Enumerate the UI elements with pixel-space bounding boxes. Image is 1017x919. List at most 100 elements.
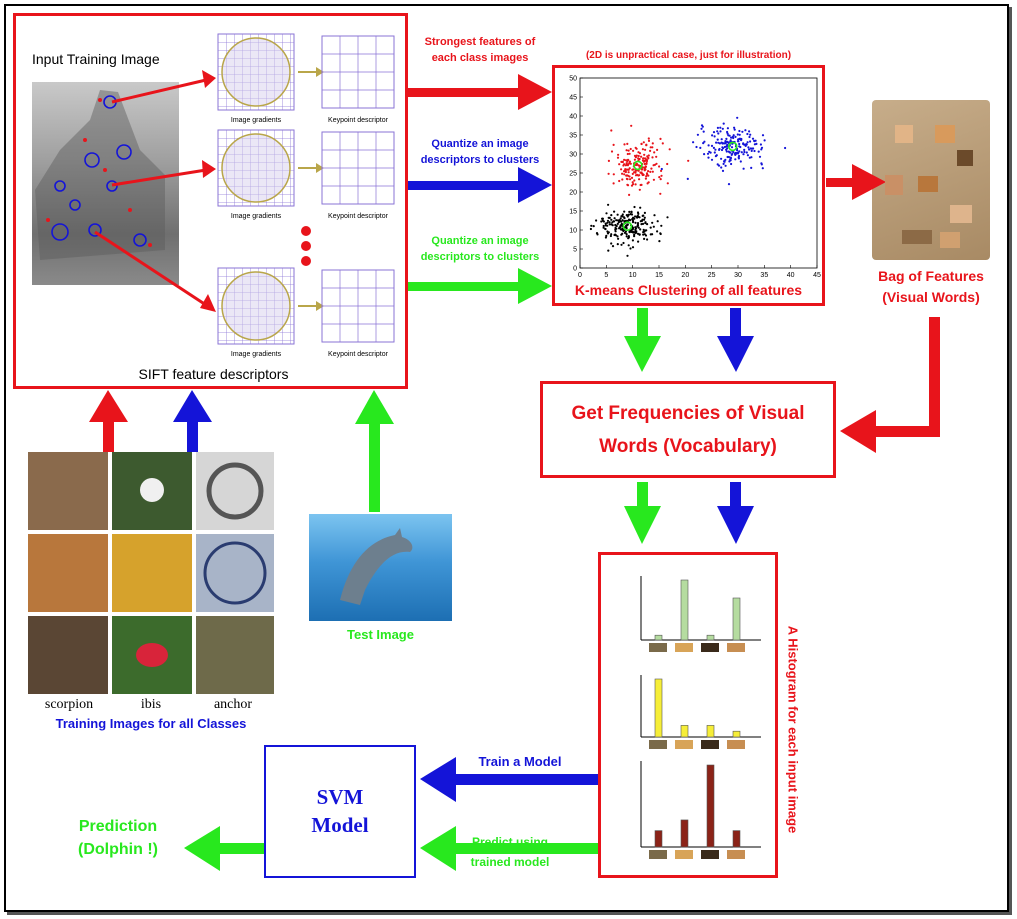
scatter-point bbox=[644, 177, 648, 180]
scatter-point bbox=[637, 212, 640, 215]
scatter-point bbox=[643, 218, 646, 221]
scatter-point bbox=[616, 222, 619, 225]
kmeans-note: (2D is unpractical case, just for illust… bbox=[585, 50, 792, 61]
x-tick-label: 15 bbox=[655, 272, 663, 279]
scatter-point bbox=[737, 151, 740, 154]
label-quantize-green-2: descriptors to clusters bbox=[420, 251, 540, 263]
prediction-line-2: (Dolphin !) bbox=[78, 841, 158, 858]
scatter-point bbox=[656, 230, 659, 233]
scatter-point bbox=[753, 140, 756, 143]
scatter-point bbox=[723, 145, 727, 149]
scatter-point bbox=[642, 214, 645, 217]
scatter-point bbox=[645, 143, 648, 146]
scatter-point bbox=[721, 169, 725, 172]
scatter-point bbox=[615, 227, 618, 230]
scatter-point bbox=[721, 127, 724, 130]
scatter-point bbox=[744, 129, 747, 132]
y-tick-label: 5 bbox=[573, 247, 577, 254]
scatter-point bbox=[660, 224, 663, 227]
scatter-point bbox=[626, 184, 630, 187]
visual-word-patch bbox=[701, 643, 719, 652]
scatter-point bbox=[760, 162, 763, 165]
scatter-point bbox=[732, 134, 735, 137]
scatter-point bbox=[703, 153, 706, 156]
scatter-point bbox=[622, 164, 625, 167]
scatter-point bbox=[634, 156, 638, 159]
scatter-point bbox=[660, 169, 663, 172]
scatter-point bbox=[616, 213, 619, 216]
scatter-point bbox=[638, 152, 642, 155]
scatter-point bbox=[635, 154, 638, 157]
scatter-point bbox=[626, 254, 629, 257]
scatter-point bbox=[720, 166, 723, 169]
y-tick-label: 10 bbox=[569, 228, 577, 235]
vocabulary-box bbox=[540, 381, 836, 478]
scatter-point bbox=[736, 133, 739, 136]
scatter-point bbox=[620, 215, 624, 218]
arrow-green-vocab-to-hist bbox=[624, 482, 661, 544]
scatter-point bbox=[592, 225, 595, 228]
gradients-label-1: Image gradients bbox=[231, 117, 282, 124]
scatter-point bbox=[647, 137, 650, 140]
scatter-point bbox=[749, 147, 752, 150]
scatter-point bbox=[649, 149, 652, 152]
scatter-point bbox=[646, 223, 649, 226]
hist-bar bbox=[706, 634, 715, 641]
scatter-point bbox=[620, 220, 623, 223]
scatter-point bbox=[629, 213, 632, 216]
scatter-point bbox=[646, 155, 649, 158]
scatter-point bbox=[757, 150, 760, 153]
scatter-point bbox=[750, 166, 753, 169]
scatter-point bbox=[643, 153, 646, 156]
scatter-point bbox=[761, 134, 765, 137]
scatter-point bbox=[733, 126, 736, 129]
scatter-point bbox=[716, 130, 719, 133]
scatter-point bbox=[629, 178, 632, 181]
scatter-point bbox=[655, 155, 658, 158]
scatter-point bbox=[645, 159, 649, 163]
scatter-point bbox=[712, 146, 716, 149]
visual-word-patch bbox=[675, 740, 693, 749]
scatter-point bbox=[601, 219, 605, 222]
scatter-point bbox=[620, 168, 623, 171]
scatter-point bbox=[640, 155, 643, 158]
scatter-point bbox=[642, 160, 646, 163]
scatter-point bbox=[618, 179, 621, 183]
scatter-point bbox=[717, 141, 720, 144]
scatter-point bbox=[707, 144, 710, 147]
scatter-point bbox=[636, 163, 639, 166]
scatter-point bbox=[615, 219, 618, 222]
scatter-point bbox=[624, 159, 628, 162]
scatter-point bbox=[621, 227, 624, 231]
scatter-point bbox=[637, 169, 640, 172]
scatter-point bbox=[644, 221, 647, 224]
scatter-point bbox=[633, 205, 636, 209]
scatter-point bbox=[622, 241, 625, 245]
visual-word-patch bbox=[649, 740, 667, 749]
training-label-anchor: anchor bbox=[213, 697, 253, 712]
scatter-point bbox=[734, 153, 737, 156]
arrow-green-test-to-sift bbox=[355, 390, 394, 512]
sift-internal-arrows bbox=[94, 78, 207, 307]
test-image bbox=[309, 514, 452, 621]
scatter-point bbox=[616, 243, 619, 246]
scatter-point bbox=[635, 230, 638, 233]
scatter-point bbox=[612, 143, 615, 146]
scatter-point bbox=[623, 173, 626, 176]
scatter-point bbox=[625, 227, 628, 230]
scatter-point bbox=[637, 154, 640, 158]
scatter-point bbox=[604, 227, 607, 231]
histogram-charts bbox=[640, 576, 761, 859]
bag-caption-2: (Visual Words) bbox=[882, 289, 980, 305]
scatter-point bbox=[666, 216, 669, 219]
scatter-point bbox=[651, 146, 654, 149]
scatter-point bbox=[639, 220, 642, 223]
scatter-point bbox=[726, 147, 729, 150]
label-strongest-1: Strongest features of bbox=[424, 36, 536, 48]
scatter-point bbox=[611, 245, 615, 248]
hist-bar bbox=[732, 597, 741, 641]
scatter-point bbox=[647, 170, 650, 173]
scatter-point bbox=[742, 142, 745, 146]
